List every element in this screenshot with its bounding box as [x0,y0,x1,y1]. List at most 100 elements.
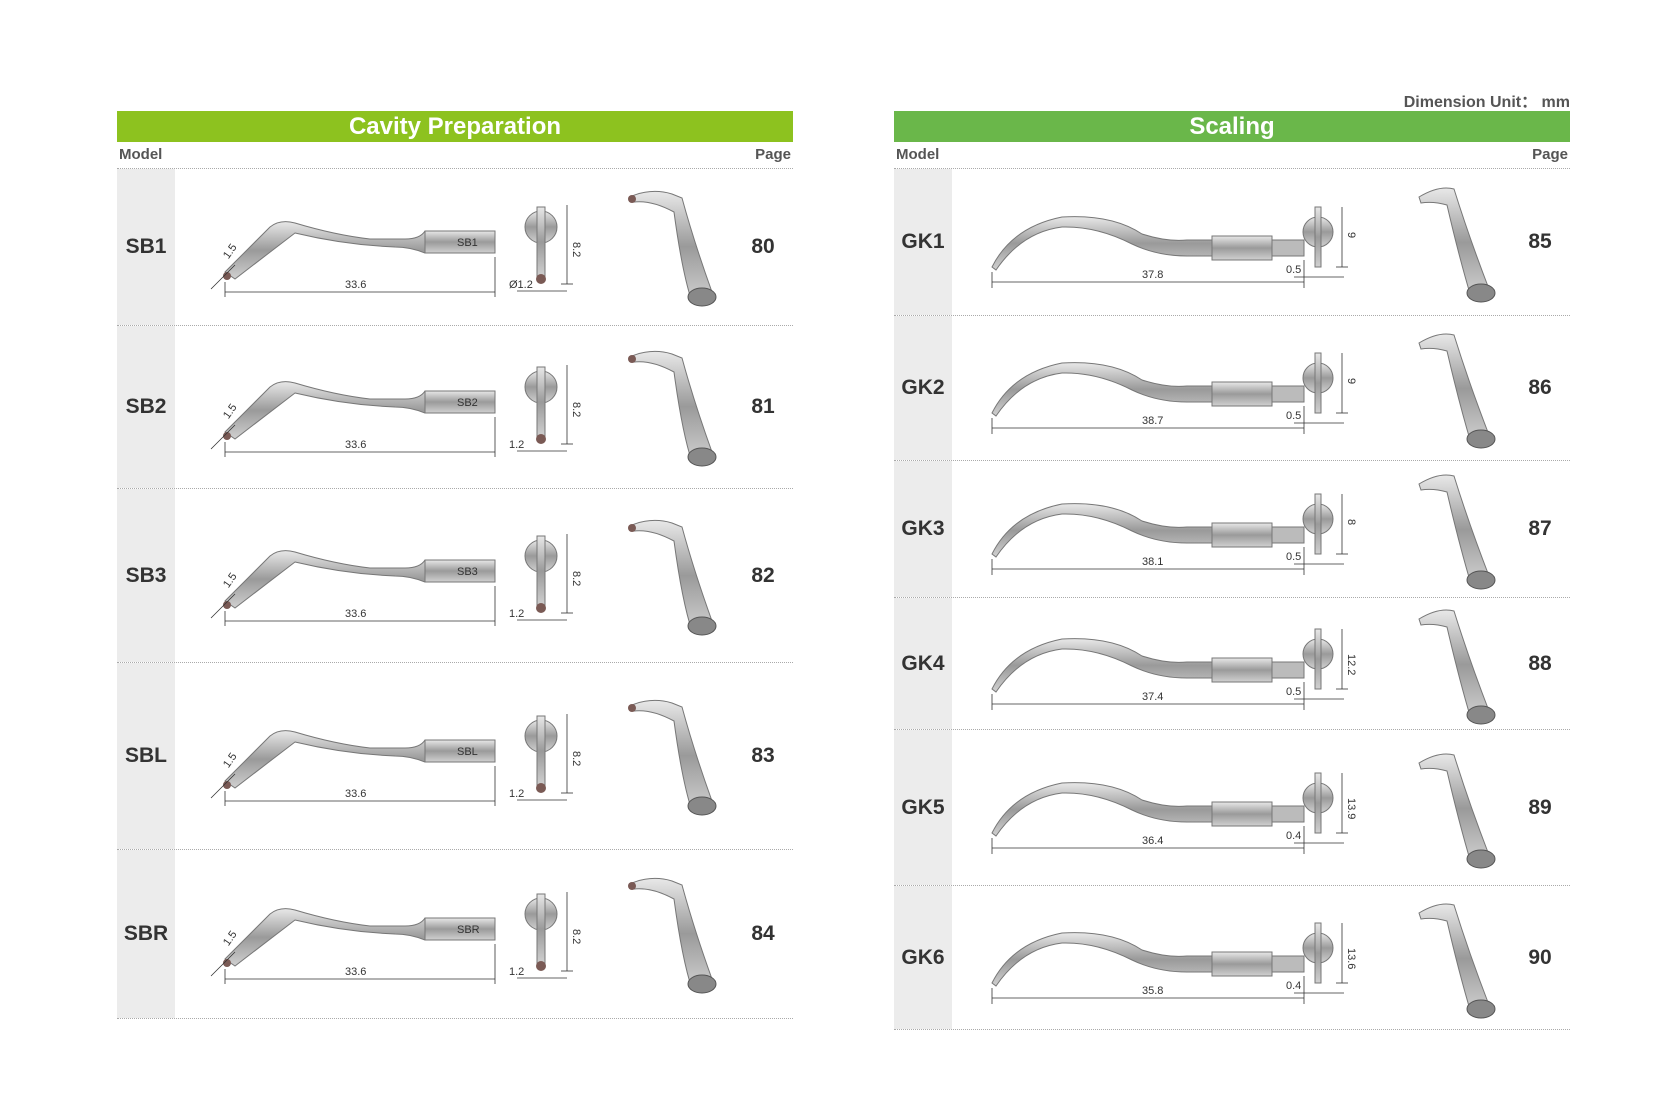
height-dimension: 12.2 [1345,654,1357,675]
cavity-tip-3d-view-icon [628,877,717,994]
height-dimension: 8.2 [570,242,582,257]
length-dimension: 37.8 [1142,269,1163,281]
scaling-tip-front-view-icon: 13.6 0.4 [1286,922,1357,993]
model-column-shade [117,663,175,849]
table-row: SB2 33.6 1.5 SB2 8.2 1.2 [117,326,793,489]
page-number: 90 [1528,945,1552,969]
table-row: SB1 33.6 1.5 SB1 8.2 Ø1.2 [117,169,793,326]
page-number: 87 [1528,517,1552,540]
scaling-tip-3d-view-icon [1418,609,1496,724]
scaling-tip-front-view-icon: 9 0.5 [1286,206,1357,278]
scaling-tip-side-view-icon: 38.1 [991,503,1305,575]
scaling-tip-3d-view-icon [1418,474,1496,590]
cavity-tip-side-view-icon: 33.6 1.5 SBR [210,908,496,984]
height-dimension: 8.2 [570,751,582,766]
page-number: 81 [751,395,775,418]
length-dimension: 38.7 [1142,415,1163,427]
scaling-tip-side-view-icon: 38.7 [991,362,1305,434]
scaling-panel: Scaling Model Page GK1 37.8 9 0.5 8 [894,111,1570,1030]
width-dimension: 0.4 [1286,980,1301,992]
model-column-shade [894,730,952,885]
tip-dimension: 1.5 [221,929,240,948]
width-dimension: 0.4 [1286,830,1301,842]
cavity-tip-front-view-icon: 8.2 1.2 [509,892,582,979]
height-dimension: 8 [1345,519,1357,525]
width-dimension: 0.5 [1286,410,1301,422]
dimension-unit: Dimension Unit： mm [1403,94,1570,111]
width-dimension: 0.5 [1286,264,1301,276]
model-column-shade [894,598,952,729]
length-dimension: 33.6 [345,788,366,800]
scaling-tip-front-view-icon: 8 0.5 [1286,493,1357,565]
model-name: GK5 [901,795,945,819]
cavity-tip-3d-view-icon [628,699,717,816]
cavity-tip-side-view-icon: 33.6 1.5 SB1 [210,221,496,297]
scaling-tip-side-view-icon: 35.8 [991,931,1305,1004]
page-number: 85 [1528,230,1552,253]
height-dimension: 9 [1345,378,1357,384]
model-name: SBL [125,744,167,767]
table-row: GK1 37.8 9 0.5 85 [894,169,1570,316]
width-dimension: 1.2 [509,966,524,978]
model-name: GK3 [901,517,945,540]
height-dimension: 9 [1345,232,1357,238]
scaling-column-headers: Model Page [894,142,1570,169]
page-number: 82 [751,563,775,587]
model-name: GK2 [901,376,945,399]
model-column-shade [117,489,175,662]
scaling-tip-side-view-icon: 37.4 [991,637,1305,710]
model-header: Model [119,146,163,163]
model-name: SB3 [125,563,167,587]
length-dimension: 35.8 [1142,985,1163,997]
scaling-tip-3d-view-icon [1418,753,1496,868]
model-column-shade [894,886,952,1029]
model-column-shade [117,169,175,325]
scaling-tip-front-view-icon: 12.2 0.5 [1286,628,1357,699]
scaling-tip-side-view-icon: 36.4 [991,781,1305,854]
model-name: GK6 [901,945,945,969]
scaling-tip-3d-view-icon [1418,187,1496,303]
height-dimension: 8.2 [570,402,582,417]
cavity-tip-front-view-icon: 8.2 Ø1.2 [509,205,582,292]
table-row: SBR 33.6 1.5 SBR 8.2 1.2 [117,850,793,1019]
scaling-tip-3d-view-icon [1418,333,1496,449]
model-column-shade [894,461,952,597]
page-header: Page [1532,146,1568,163]
cavity-tip-side-view-icon: 33.6 1.5 SBL [210,730,496,806]
length-dimension: 33.6 [345,966,366,978]
tip-model-label: SB1 [457,237,478,249]
model-name: SB1 [125,235,167,258]
table-row: GK6 35.8 13.6 0.4 90 [894,886,1570,1030]
scaling-tip-side-view-icon: 37.8 [991,216,1305,288]
width-dimension: Ø1.2 [509,279,533,291]
scaling-title: Scaling [894,111,1570,142]
page-number: 88 [1528,651,1552,675]
length-dimension: 37.4 [1142,691,1163,703]
width-dimension: 1.2 [509,439,524,451]
length-dimension: 33.6 [345,608,366,620]
model-name: SBR [123,922,169,945]
width-dimension: 1.2 [509,608,524,620]
scaling-tip-3d-view-icon [1418,903,1496,1018]
cavity-tip-3d-view-icon [628,519,717,635]
model-name: GK4 [901,651,945,675]
model-column-shade [117,850,175,1018]
cavity-tip-3d-view-icon [628,350,717,467]
cavity-tip-front-view-icon: 8.2 1.2 [509,365,582,452]
cavity-tip-front-view-icon: 8.2 1.2 [509,714,582,801]
tip-dimension: 1.5 [221,570,240,589]
model-column-shade [894,169,952,315]
tip-dimension: 1.5 [221,242,240,261]
length-dimension: 33.6 [345,439,366,451]
model-name: GK1 [901,230,945,253]
cavity-tip-side-view-icon: 33.6 1.5 SB2 [210,381,496,457]
cavity-tip-front-view-icon: 8.2 1.2 [509,533,582,620]
height-dimension: 13.6 [1345,948,1357,969]
model-column-shade [894,316,952,460]
length-dimension: 33.6 [345,279,366,291]
length-dimension: 36.4 [1142,835,1163,847]
cavity-preparation-title: Cavity Preparation [117,111,793,142]
table-row: SBL 33.6 1.5 SBL 8.2 1.2 [117,663,793,850]
height-dimension: 13.9 [1345,798,1357,819]
